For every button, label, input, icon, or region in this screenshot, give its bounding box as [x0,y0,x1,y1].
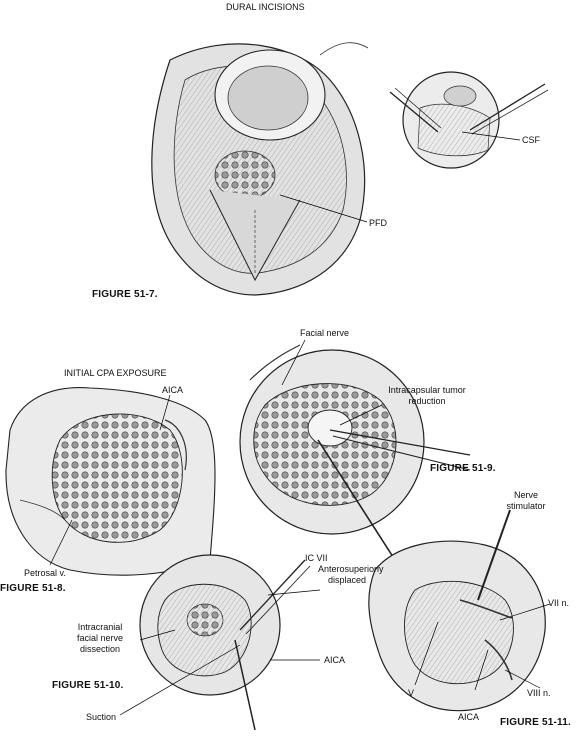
fig11-vii-label: VII n. [548,598,570,608]
fig10-aica-label: AICA [324,655,346,665]
fig9-intracapsular-label: Intracapsular tumor reduction [388,385,466,406]
fig7-title: DURAL INCISIONS [226,2,305,12]
fig11-illustration [368,509,551,712]
fig7-caption: FIGURE 51-7. [92,289,158,300]
fig8-caption: FIGURE 51-8. [0,583,66,594]
fig10-intracranial-label: Intracranial facial nerve dissection [76,622,124,654]
fig7-pfd-label: PFD [369,218,387,228]
fig8-illustration [5,387,216,576]
fig7-illustration [151,42,369,296]
fig9-caption: FIGURE 51-9. [430,463,496,474]
fig11-v-label: V [408,688,415,698]
fig7-inset [389,71,549,169]
fig11-viii-label: VIII n. [527,688,551,698]
fig9-facial-nerve-label: Facial nerve [300,328,350,338]
fig8-aica-label: AICA [162,385,184,395]
fig9-illustration [239,339,471,561]
fig10-suction-label: Suction [86,712,117,722]
fig10-anterosuperiorly-label: Anterosuperiorly displaced [318,564,384,585]
fig11-nerve-stimulator-label: Nerve stimulator [506,490,546,511]
fig8-petrosal-label: Petrosal v. [24,568,66,578]
fig10-illustration [119,554,321,731]
fig11-caption: FIGURE 51-11. [500,717,571,728]
fig11-aica-label: AICA [458,712,480,722]
fig10-ic-vii-label: IC VII [305,553,328,563]
fig7-csf-label: CSF [522,135,540,145]
fig10-caption: FIGURE 51-10. [52,680,124,691]
fig8-title: INITIAL CPA EXPOSURE [64,368,167,378]
